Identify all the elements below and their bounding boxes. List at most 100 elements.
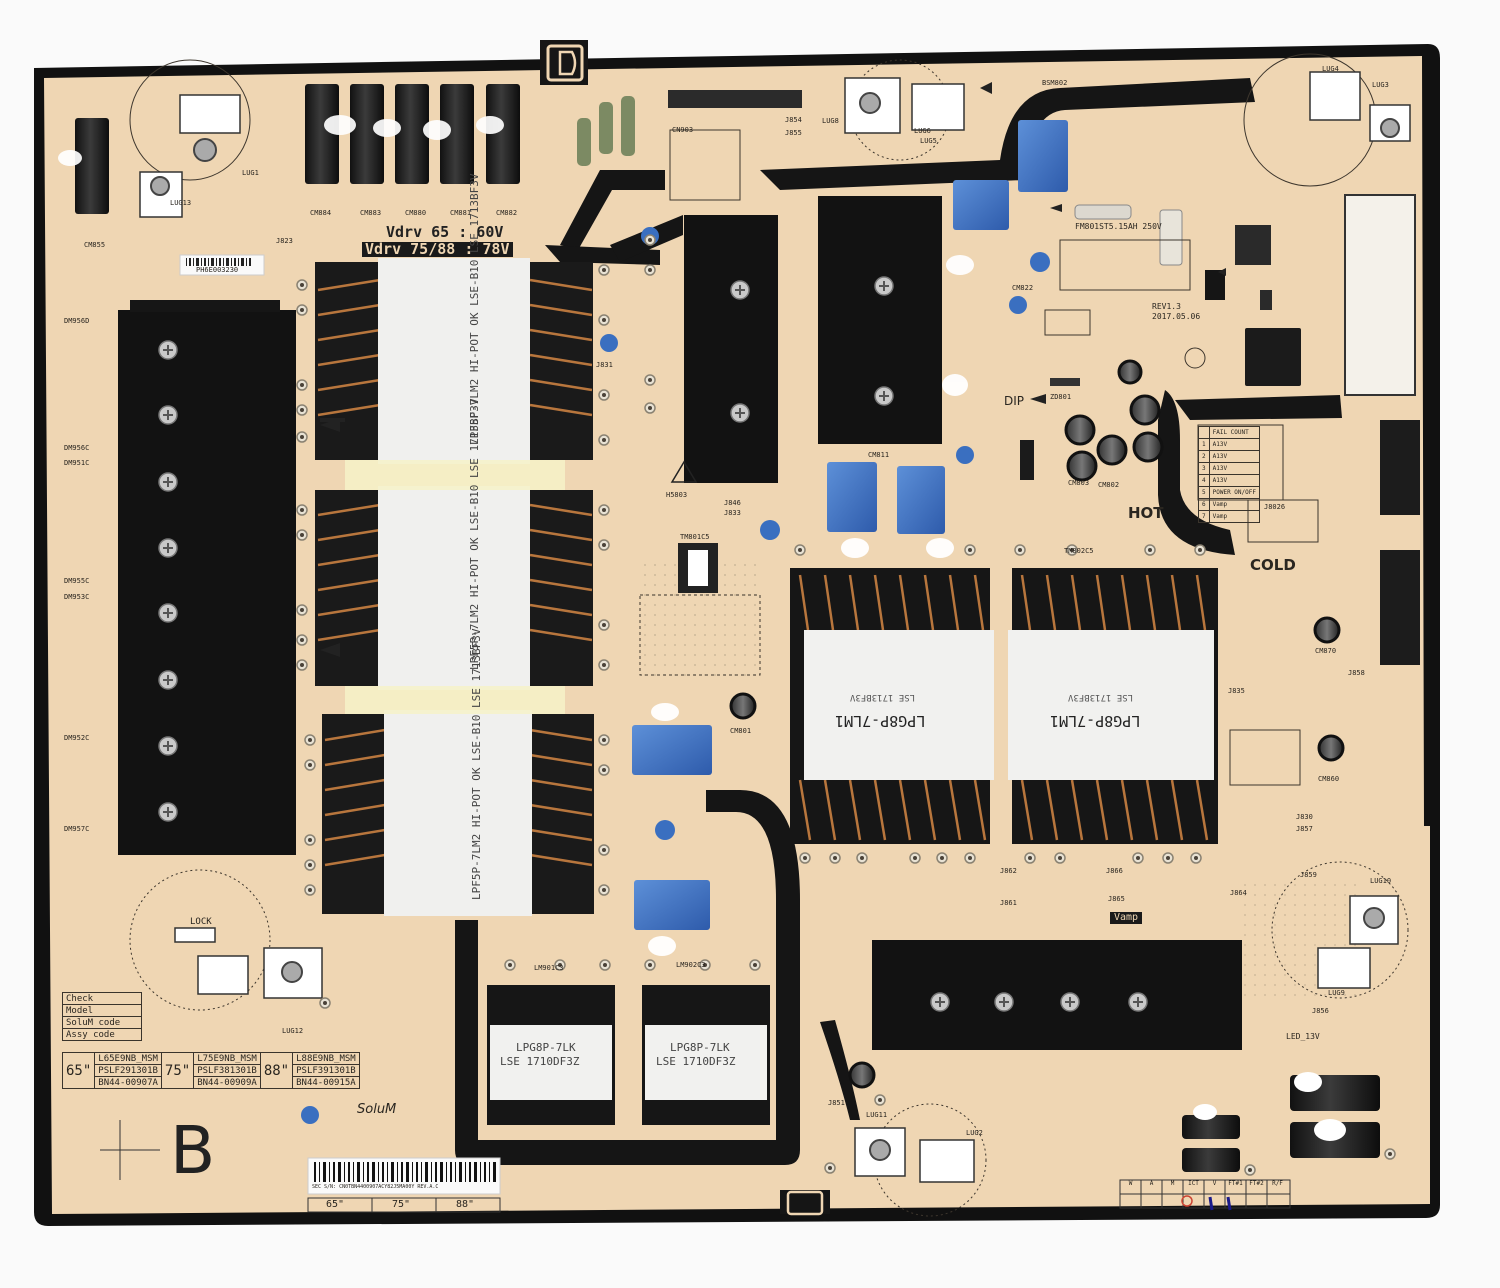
designator-label: LUG5 bbox=[920, 137, 937, 145]
hot-label: HOT bbox=[1128, 504, 1164, 522]
pin-no: 2 bbox=[1198, 450, 1210, 463]
designator-label: J859 bbox=[1300, 871, 1317, 879]
revision-label: REV1.3 bbox=[1152, 302, 1181, 311]
heatsink-bottom-right bbox=[872, 940, 1242, 1050]
pin-header bbox=[1198, 426, 1210, 439]
designator-label: TM801C5 bbox=[680, 533, 710, 541]
model-code: PSLF391301B bbox=[292, 1064, 360, 1077]
pcb-size-88: 88" bbox=[456, 1199, 475, 1210]
designator-label: CM801 bbox=[730, 727, 752, 735]
model-code: PSLF381301B bbox=[193, 1064, 261, 1077]
designator-label: J823 bbox=[276, 237, 293, 245]
designator-label: DM956D bbox=[64, 317, 90, 325]
designator-label: LUG3 bbox=[1372, 81, 1389, 89]
lug-terminals bbox=[139, 71, 1411, 1183]
designator-label: CM811 bbox=[868, 451, 890, 459]
model-size: 65" bbox=[61, 1052, 96, 1089]
stamp-label: M bbox=[1170, 1180, 1175, 1187]
transformer-bottom-2-label: LPG8P-7LK bbox=[670, 1041, 730, 1054]
designator-label: CM883 bbox=[360, 209, 382, 217]
pin-name: Vamp bbox=[1208, 498, 1260, 511]
designator-label: J857 bbox=[1296, 825, 1313, 833]
stamp-label: FT#1 bbox=[1228, 1180, 1243, 1187]
check-row: Model bbox=[62, 1004, 142, 1017]
lock-label: LOCK bbox=[190, 917, 212, 927]
model-code: PSLF291301B bbox=[94, 1064, 162, 1077]
transformer-right-1-sub: LSE 1713BF3V bbox=[850, 692, 916, 702]
transformer-bottom-2-sub: LSE 1710DF3Z bbox=[656, 1055, 736, 1068]
transformer-right-1-label: LPG8P-7LM1 bbox=[835, 712, 926, 730]
pin-name: A13V bbox=[1208, 474, 1260, 487]
designator-label: DM952C bbox=[64, 734, 90, 742]
designator-label: CM881 bbox=[450, 209, 472, 217]
designator-label: LUG13 bbox=[170, 199, 192, 207]
designator-label: J858 bbox=[1348, 669, 1365, 677]
pin-name: A13V bbox=[1208, 450, 1260, 463]
revision-date-label: 2017.05.06 bbox=[1152, 312, 1201, 321]
designator-label: J864 bbox=[1230, 889, 1247, 897]
designator-label: CM860 bbox=[1318, 775, 1340, 783]
designator-label: LUG12 bbox=[282, 1027, 304, 1035]
designator-label: J861 bbox=[1000, 899, 1017, 907]
stamp-label: V bbox=[1212, 1180, 1217, 1187]
vdrv-7588-label: Vdrv 75/88 : 78V bbox=[362, 242, 513, 257]
designator-label: J855 bbox=[785, 129, 802, 137]
transformer-stack-left bbox=[315, 258, 594, 916]
designator-label: LUG1 bbox=[242, 169, 259, 177]
designator-label: CM880 bbox=[405, 209, 427, 217]
designator-label: CM884 bbox=[310, 209, 332, 217]
designator-label: H5803 bbox=[666, 491, 688, 499]
designator-label: ZD801 bbox=[1050, 393, 1072, 401]
dip-label: DIP bbox=[1004, 394, 1025, 408]
designator-label: CM803 bbox=[1068, 479, 1090, 487]
capacitor-pair-bottom-right bbox=[1182, 1072, 1380, 1172]
transformer-label-bottom: LPF5P-7LM2 HI-POT OK LSE-B10 LSE 1713BF3… bbox=[470, 628, 483, 900]
designator-label: DM956C bbox=[64, 444, 90, 452]
model-size: 88" bbox=[259, 1052, 294, 1089]
model-size: 75" bbox=[160, 1052, 195, 1089]
model-name: L88E9NB_MSM bbox=[292, 1052, 360, 1065]
designator-label: DM957C bbox=[64, 825, 90, 833]
heatsink-left bbox=[118, 300, 296, 855]
copper-traces bbox=[455, 40, 1342, 1214]
model-table: 65" L65E9NB_MSM 75" L75E9NB_MSM 88" L88E… bbox=[61, 1052, 360, 1089]
designator-label: J862 bbox=[1000, 867, 1017, 875]
blue-capacitors bbox=[301, 120, 1068, 1124]
designator-label: LUG6 bbox=[914, 127, 931, 135]
model-name: L65E9NB_MSM bbox=[94, 1052, 162, 1065]
cold-label: COLD bbox=[1250, 556, 1296, 574]
pin-name: A13V bbox=[1208, 438, 1260, 451]
pin-no: 4 bbox=[1198, 474, 1210, 487]
designator-label: LUG4 bbox=[1322, 65, 1339, 73]
designator-label: J846 bbox=[724, 499, 741, 507]
designator-label: CN903 bbox=[672, 126, 694, 134]
designator-label: J8026 bbox=[1264, 503, 1286, 511]
pcb-size-65: 65" bbox=[326, 1199, 345, 1210]
stamp-label: FT#2 bbox=[1249, 1180, 1264, 1187]
vamp-label: Vamp bbox=[1110, 912, 1143, 924]
check-row: Check bbox=[62, 992, 142, 1005]
designator-label: DM953C bbox=[64, 593, 90, 601]
pin-no: 6 bbox=[1198, 498, 1210, 511]
pin-name: POWER ON/OFF bbox=[1208, 486, 1260, 499]
transformer-bottom-1-sub: LSE 1710DF3Z bbox=[500, 1055, 580, 1068]
designator-label: LUG9 bbox=[1328, 989, 1345, 997]
small-components bbox=[1020, 225, 1301, 480]
transformer-pair-bottom bbox=[487, 985, 770, 1125]
designator-label: J833 bbox=[724, 509, 741, 517]
transformer-bottom-1-label: LPG8P-7LK bbox=[516, 1041, 576, 1054]
designator-label: DM951C bbox=[64, 459, 90, 467]
designator-label: LM902C3 bbox=[676, 961, 706, 969]
stamp-label: A bbox=[1149, 1180, 1154, 1187]
board-letter: B bbox=[170, 1112, 216, 1189]
designator-label: J865 bbox=[1108, 895, 1125, 903]
quality-stamps: W A M ICT V FT#1 FT#2 R/F bbox=[1120, 1181, 1290, 1187]
designator-label: CM855 bbox=[84, 241, 106, 249]
designator-label: TM802C5 bbox=[1064, 547, 1094, 555]
pin-header: FAIL COUNT bbox=[1208, 426, 1260, 439]
model-part: BN44-00907A bbox=[94, 1076, 162, 1089]
transformer-right-2-sub: LSE 1713BF3V bbox=[1068, 692, 1134, 702]
brand-logo-text: SoluM bbox=[357, 1102, 397, 1117]
